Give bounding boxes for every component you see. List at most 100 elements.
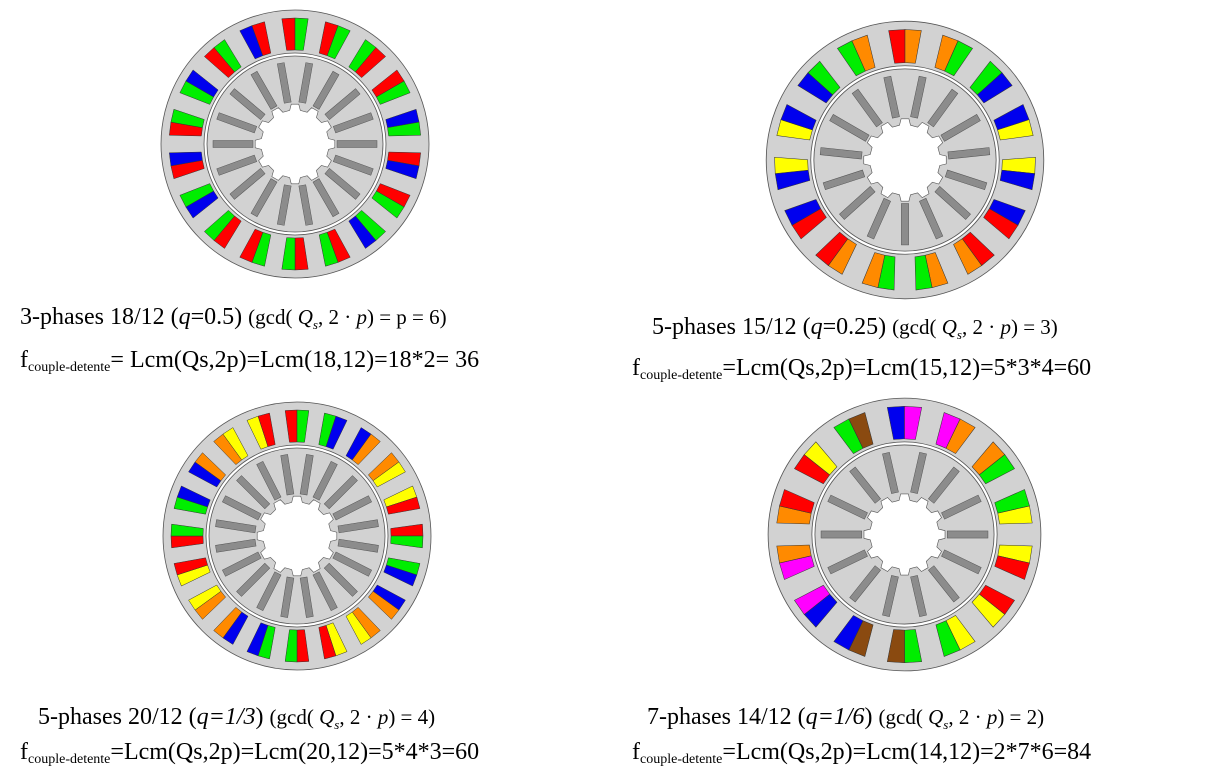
rotor-bar <box>216 112 258 134</box>
rotor-bar <box>323 562 358 597</box>
coil-side <box>776 544 812 564</box>
coil-side <box>325 415 348 450</box>
rotor-bar <box>849 466 881 504</box>
coil-side <box>188 584 222 611</box>
coil-side <box>383 564 418 587</box>
coil-side <box>815 231 849 266</box>
formula-18-12: fcouple-detente= Lcm(Qs,2p)=Lcm(18,12)=1… <box>20 347 480 375</box>
rotor-bar <box>928 466 960 504</box>
coil-side <box>348 215 377 249</box>
coil-side <box>976 72 1013 104</box>
coil-side <box>999 169 1036 191</box>
rotor-bar <box>332 495 372 521</box>
rotor-bar <box>910 575 927 617</box>
coil-side <box>239 228 264 263</box>
rotor-bar <box>819 147 863 160</box>
coil-side <box>185 69 219 98</box>
coil-side <box>983 208 1019 240</box>
caption-20-12: 5-phases 20/12 (q=1/3) (gcd( Qs, 2 · p) … <box>38 704 436 733</box>
rotor-bar <box>299 576 314 618</box>
coil-side <box>997 505 1033 525</box>
rotor-bar <box>910 75 927 119</box>
rotor-bar <box>277 184 292 226</box>
rotor-bar <box>827 494 868 520</box>
coil-side <box>345 611 372 645</box>
rotor-bar <box>250 178 278 218</box>
coil-side <box>945 418 976 454</box>
coil-side <box>780 104 817 131</box>
rotor-bar <box>866 197 891 240</box>
rotor-bar <box>236 475 271 510</box>
rotor-bar <box>277 62 292 104</box>
caption-18-12: 3-phases 18/12 (q=0.5) (gcd( Qs, 2 · p) … <box>20 304 447 333</box>
rotor-bar <box>941 494 982 520</box>
coil-side <box>246 622 269 657</box>
coil-side <box>978 454 1015 485</box>
coil-side <box>372 461 406 488</box>
rotor-bar <box>256 461 282 501</box>
coil-side <box>861 252 886 288</box>
coil-side <box>194 452 226 482</box>
formula-20-12: fcouple-detente=Lcm(Qs,2p)=Lcm(20,12)=5*… <box>20 739 480 767</box>
motor-diagram-14-12 <box>767 397 1042 672</box>
motor-diagram-15-12 <box>765 20 1045 300</box>
rotor-bar <box>941 549 982 575</box>
coil-side <box>807 60 841 96</box>
coil-side <box>971 593 1006 628</box>
coil-side <box>203 210 235 241</box>
rotor-bar <box>324 167 361 200</box>
coil-side <box>944 40 973 77</box>
coil-side <box>794 584 831 615</box>
rotor-bar <box>280 454 295 496</box>
coil-side <box>281 237 296 271</box>
coil-side <box>326 25 351 60</box>
coil-side <box>833 615 864 651</box>
rotor-bar <box>215 538 257 553</box>
coil-side <box>294 17 309 51</box>
coil-side <box>351 433 381 465</box>
coil-side <box>284 629 298 663</box>
coil-side <box>368 590 400 620</box>
rotor-bar <box>312 70 340 110</box>
rotor-bar <box>250 70 278 110</box>
shaft-bore <box>256 495 338 577</box>
rotor-bar <box>299 454 314 496</box>
caption-15-12: 5-phases 15/12 (q=0.25) (gcd( Qs, 2 · p)… <box>652 314 1058 343</box>
coil-side <box>251 21 272 56</box>
rotor-bar <box>336 140 378 148</box>
coil-side <box>385 160 420 180</box>
rotor-bar <box>882 452 899 494</box>
rotor-bar <box>332 154 374 176</box>
coil-side <box>886 629 905 664</box>
coil-side <box>318 625 337 660</box>
rotor-bar <box>820 530 863 539</box>
rotor-bar <box>332 112 374 134</box>
rotor-bar <box>928 565 960 603</box>
rotor-bar <box>944 169 988 191</box>
coil-side <box>371 190 405 219</box>
coil-side <box>170 523 204 537</box>
rotor-bar <box>323 475 358 510</box>
rotor-bar <box>947 147 991 160</box>
rotor-bar <box>229 167 266 200</box>
coil-side <box>953 238 983 275</box>
rotor-bar <box>222 551 262 577</box>
rotor-bar <box>324 88 361 121</box>
rotor-bar <box>312 461 338 501</box>
rotor-bar <box>919 197 944 240</box>
coil-side <box>318 232 339 267</box>
rotor-bar <box>312 571 338 611</box>
coil-side <box>779 489 815 514</box>
coil-side <box>179 183 214 208</box>
coil-side <box>170 108 205 128</box>
coil-side <box>774 156 809 174</box>
rotor-bar <box>827 549 868 575</box>
shaft-bore <box>254 103 336 185</box>
coil-side <box>904 405 923 440</box>
coil-side <box>376 80 411 105</box>
rotor-bar <box>332 551 372 577</box>
coil-side <box>851 34 876 72</box>
rotor-bar <box>946 530 989 539</box>
rotor-bar <box>212 140 254 148</box>
rotor-bar <box>910 452 927 494</box>
